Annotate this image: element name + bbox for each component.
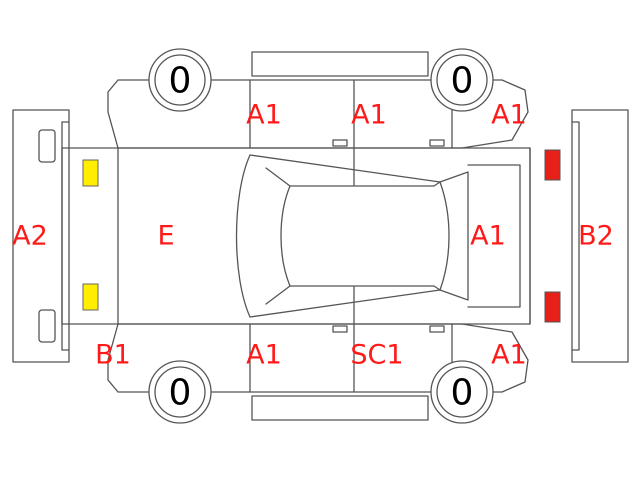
- label-rear-window: A1: [470, 221, 506, 252]
- top-side-panel: [251, 51, 429, 77]
- headlight-upper: [82, 159, 99, 187]
- wheel-top-left-value: 0: [169, 61, 192, 102]
- label-top-right-quarter: A1: [491, 100, 527, 131]
- label-bottom-left-door: A1: [246, 340, 282, 371]
- car-top-view: [61, 147, 531, 325]
- wheel-bottom-left: 0: [148, 360, 212, 424]
- wheel-bottom-right-value: 0: [451, 373, 474, 414]
- label-bottom-right-door: SC1: [350, 340, 403, 371]
- rear-bumper-panel: [571, 109, 629, 363]
- wheel-top-right-value: 0: [451, 61, 474, 102]
- label-top-left-door: A1: [246, 100, 282, 131]
- car-side-bottom: [107, 286, 529, 393]
- wheel-top-left: 0: [148, 48, 212, 112]
- wheel-bottom-left-value: 0: [169, 373, 192, 414]
- wheel-bottom-right: 0: [430, 360, 494, 424]
- car-side-top: [107, 79, 529, 186]
- taillight-lower: [544, 291, 561, 323]
- label-rear-bumper: B2: [578, 221, 614, 252]
- headlight-lower: [82, 283, 99, 311]
- taillight-upper: [544, 149, 561, 181]
- label-front-left-fender: B1: [95, 340, 131, 371]
- bottom-side-panel: [251, 395, 429, 421]
- label-hood: E: [157, 221, 174, 252]
- wheel-top-right: 0: [430, 48, 494, 112]
- label-front-bumper: A2: [12, 221, 48, 252]
- label-top-right-door: A1: [351, 100, 387, 131]
- label-bottom-right-quarter: A1: [491, 340, 527, 371]
